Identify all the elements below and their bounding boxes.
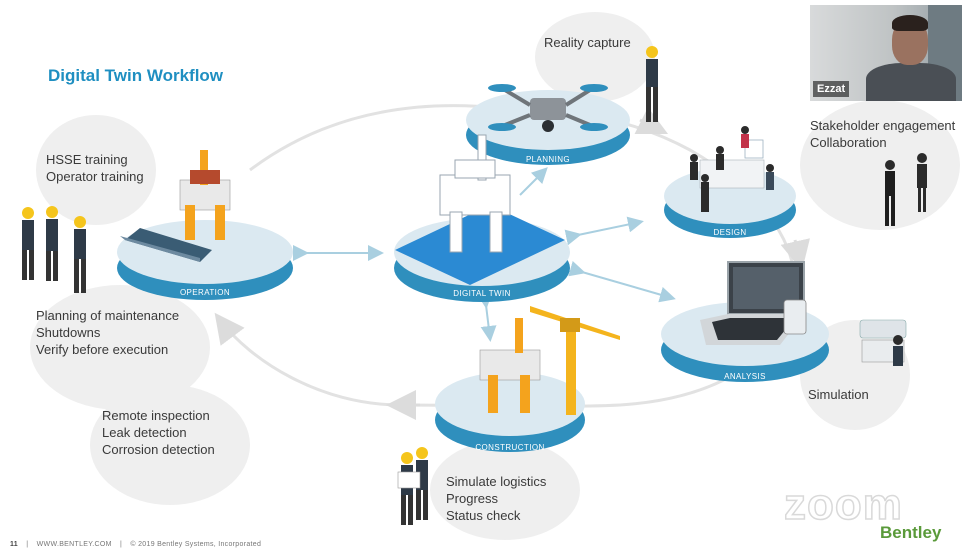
caption-line: Verify before execution bbox=[36, 342, 169, 357]
footer-site: WWW.BENTLEY.COM bbox=[36, 541, 112, 548]
caption-line: Reality capture bbox=[544, 35, 631, 50]
caption-line: Operator training bbox=[46, 169, 144, 184]
caption-inspection: Remote inspection Leak detection Corrosi… bbox=[102, 407, 215, 458]
caption-line: Planning of maintenance bbox=[36, 308, 180, 323]
caption-line: Collaboration bbox=[810, 135, 887, 150]
slide-title: Digital Twin Workflow bbox=[48, 66, 224, 85]
caption-design: Stakeholder engagement Collaboration bbox=[810, 117, 955, 151]
caption-operation-top: HSSE training Operator training bbox=[46, 151, 144, 185]
analysis-operator bbox=[859, 319, 907, 366]
link-twin-analysis bbox=[568, 260, 676, 303]
caption-line: Remote inspection bbox=[102, 408, 210, 423]
caption-construction: Simulate logistics Progress Status check bbox=[446, 473, 546, 524]
analysis-node: ANALYSIS bbox=[661, 261, 829, 382]
footer-separator: | bbox=[120, 541, 123, 548]
construction-plate-label: CONSTRUCTION bbox=[475, 443, 544, 452]
footer-copyright: © 2019 Bentley Systems, Incorporated bbox=[130, 541, 262, 548]
operation-node: OPERATION bbox=[117, 150, 293, 300]
page-number: 11 bbox=[10, 541, 18, 548]
cycle-arrow-planning bbox=[634, 107, 669, 135]
caption-line: Simulation bbox=[808, 387, 869, 402]
link-twin-design bbox=[564, 216, 644, 246]
operation-plate-label: OPERATION bbox=[180, 288, 230, 297]
planning-person bbox=[646, 46, 658, 122]
link-twin-construction bbox=[476, 292, 497, 342]
caption-line: Shutdowns bbox=[36, 325, 101, 340]
design-people bbox=[885, 153, 927, 226]
bubble-inspection bbox=[90, 385, 250, 505]
participant-video-tile[interactable]: Ezzat bbox=[810, 5, 962, 101]
digital-twin-plate-label: DIGITAL TWIN bbox=[453, 289, 511, 298]
design-plate-label: DESIGN bbox=[713, 228, 746, 237]
caption-operation-bottom: Planning of maintenance Shutdowns Verify… bbox=[36, 307, 179, 358]
zoom-watermark: zoom bbox=[783, 479, 903, 530]
participant-name-label: Ezzat bbox=[813, 81, 850, 97]
caption-planning: Reality capture bbox=[544, 34, 631, 51]
construction-node: CONSTRUCTION bbox=[435, 306, 620, 452]
construction-people bbox=[397, 447, 428, 525]
bubble-operation-top bbox=[36, 115, 156, 225]
footer-separator: | bbox=[26, 541, 29, 548]
design-node: DESIGN bbox=[664, 126, 796, 238]
caption-line: Leak detection bbox=[102, 425, 187, 440]
participant-hair bbox=[892, 15, 928, 31]
link-twin-planning bbox=[519, 167, 548, 196]
caption-line: Simulate logistics bbox=[446, 474, 547, 489]
planning-plate-label: PLANNING bbox=[526, 155, 570, 164]
bentley-logo: Bentley bbox=[880, 523, 942, 542]
bubble-design bbox=[800, 100, 960, 230]
caption-line: Status check bbox=[446, 508, 521, 523]
caption-line: Corrosion detection bbox=[102, 442, 215, 457]
analysis-plate-label: ANALYSIS bbox=[724, 372, 766, 381]
operation-people bbox=[22, 206, 86, 293]
caption-line: Progress bbox=[446, 491, 499, 506]
caption-analysis: Simulation bbox=[808, 386, 869, 403]
slide-footer: 11 | WWW.BENTLEY.COM | © 2019 Bentley Sy… bbox=[10, 541, 267, 548]
digital-twin-node: DIGITAL TWIN bbox=[394, 134, 570, 302]
bubble-construction bbox=[430, 440, 580, 540]
caption-line: HSSE training bbox=[46, 152, 128, 167]
participant-body bbox=[866, 63, 956, 101]
caption-line: Stakeholder engagement bbox=[810, 118, 956, 133]
cycle-arrow-design bbox=[780, 238, 810, 271]
planning-node: PLANNING bbox=[466, 84, 630, 165]
